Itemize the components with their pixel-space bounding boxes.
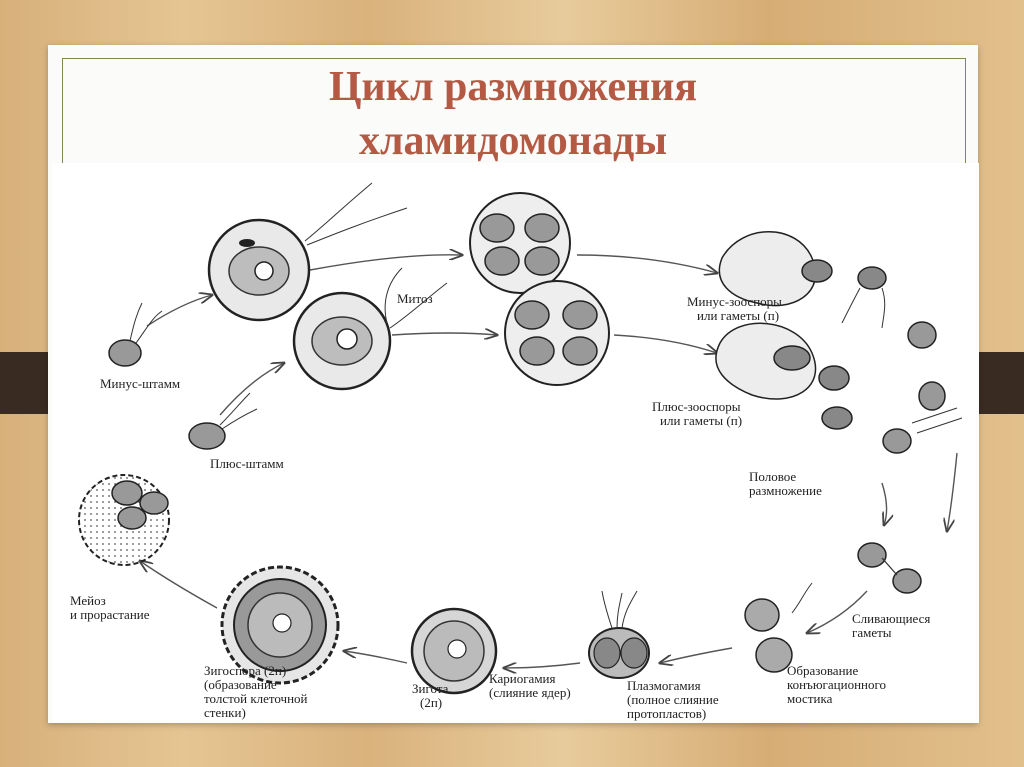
title-line-1: Цикл размножения	[328, 64, 698, 110]
title-line-2: хламидомонады	[358, 118, 668, 164]
plasmogamy-cell	[588, 590, 650, 679]
cell-plus-mature	[292, 267, 448, 391]
label-sexual-reproduction: Половое размножение	[749, 469, 822, 498]
cell-minus-mature	[207, 182, 408, 322]
label-fusing-gametes: Сливающиеся гаметы	[852, 611, 934, 640]
sporangium-top	[469, 192, 571, 294]
page-title: Цикл размножения хламидомонады	[62, 60, 964, 168]
plus-strain-cell	[188, 392, 258, 450]
label-plus-strain: Плюс-штамм	[210, 456, 284, 471]
cycle-svg: Минус-штамм Плюс-штамм Митоз Минус-зоосп…	[70, 182, 963, 721]
release-minus	[718, 231, 887, 329]
germinating-zygospore	[78, 474, 170, 566]
sporangium-bottom	[504, 280, 610, 386]
label-mitosis: Митоз	[397, 291, 433, 306]
label-plasmogamy: Плазмогамия (полное слияние протопластов…	[627, 678, 722, 721]
zygospore-cell	[220, 565, 340, 685]
cycle-arrows	[140, 255, 958, 668]
life-cycle-diagram: Минус-штамм Плюс-штамм Митоз Минус-зоосп…	[52, 163, 979, 723]
free-gametes	[882, 321, 963, 454]
label-minus-strain: Минус-штамм	[100, 376, 180, 391]
label-karyogamy: Кариогамия (слияние ядер)	[489, 671, 571, 700]
label-plus-zoospores: Плюс-зооспоры или гаметы (п)	[652, 399, 744, 428]
title-frame	[62, 58, 966, 171]
zygote-cell	[410, 607, 498, 695]
conjugation-bridge-cell	[744, 582, 813, 673]
diagram-labels: Минус-штамм Плюс-штамм Митоз Минус-зоосп…	[70, 291, 934, 721]
label-meiosis: Мейоз и прорастание	[70, 593, 150, 622]
release-plus	[715, 322, 853, 430]
label-minus-zoospores: Минус-зооспоры или гаметы (п)	[687, 294, 785, 323]
fusing-gametes-cell	[857, 542, 922, 594]
label-zygospore: Зигоспора (2п) (образование толстой клет…	[204, 663, 311, 720]
label-conjugation-bridge: Образование конъюгационного мостика	[787, 663, 889, 706]
minus-strain-cell	[108, 302, 163, 367]
label-zygote: Зигота (2п)	[412, 681, 452, 710]
